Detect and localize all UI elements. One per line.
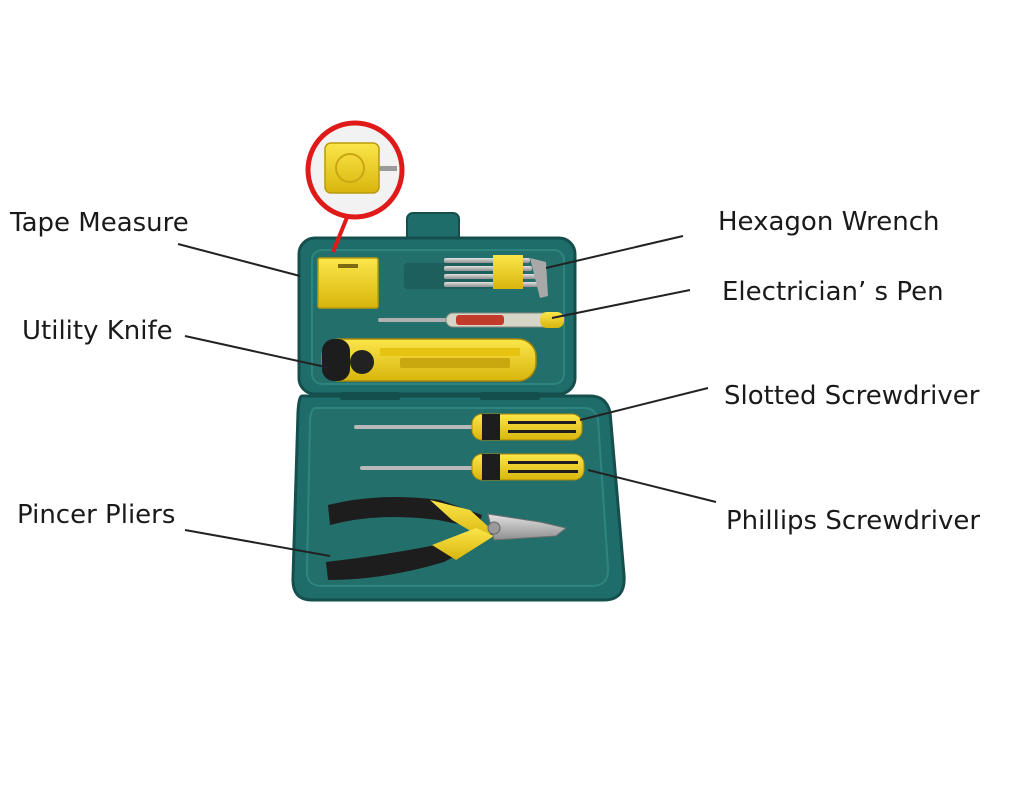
base-latch-left xyxy=(340,392,400,400)
base-latch-right xyxy=(480,392,540,400)
leader-slotted-screwdriver xyxy=(579,387,709,421)
leader-pincer-pliers xyxy=(184,529,331,557)
base-tray xyxy=(305,407,610,587)
slotted-screwdriver-tool xyxy=(354,413,583,441)
label-electricians-pen: Electrician’ s Pen xyxy=(722,277,944,307)
label-slotted-screwdriver: Slotted Screwdriver xyxy=(724,381,980,411)
label-tape-measure: Tape Measure xyxy=(10,208,189,238)
utility-knife-tool xyxy=(321,338,537,382)
label-hexagon-wrench: Hexagon Wrench xyxy=(718,207,940,237)
leader-utility-knife xyxy=(184,335,331,369)
label-utility-knife: Utility Knife xyxy=(22,316,173,346)
leader-hexagon-wrench xyxy=(545,235,684,269)
phillips-screwdriver-tool xyxy=(360,453,585,481)
hexagon-wrench-tool xyxy=(444,255,548,298)
leader-lines xyxy=(177,235,717,557)
label-phillips-screwdriver: Phillips Screwdriver xyxy=(726,506,981,536)
magnifier-callout-icon xyxy=(305,120,405,220)
pincer-pliers-tool xyxy=(326,496,568,580)
label-pincer-pliers: Pincer Pliers xyxy=(17,500,176,530)
leader-phillips-screwdriver xyxy=(587,469,717,503)
leader-electricians-pen xyxy=(551,289,691,319)
case-base xyxy=(291,392,626,602)
tape-measure-tool xyxy=(317,257,379,309)
leader-tape-measure xyxy=(177,243,301,277)
